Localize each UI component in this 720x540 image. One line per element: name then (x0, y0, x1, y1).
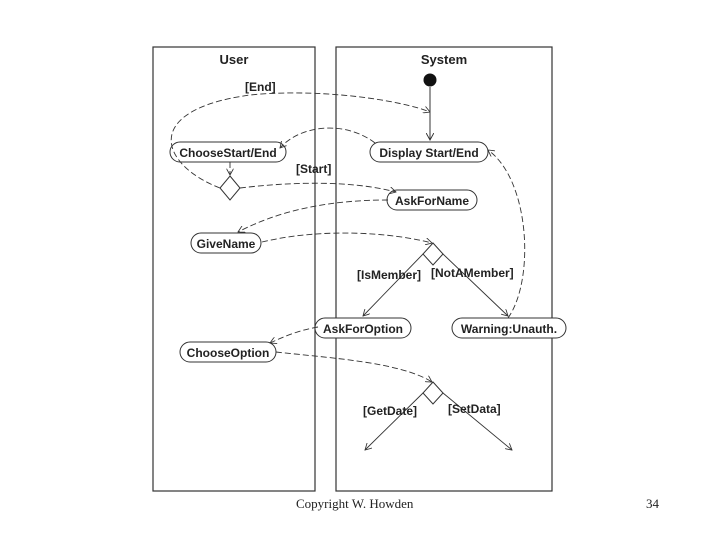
display-start-end-label: Display Start/End (379, 146, 478, 160)
choose-option-label: ChooseOption (187, 346, 270, 360)
guard-is-member: [IsMember] (357, 268, 421, 282)
transition-askoption-to-getdate (365, 392, 424, 450)
decision-membership (422, 242, 444, 266)
flow-warning-to-display (488, 150, 526, 319)
give-name-node (190, 232, 262, 254)
flow-givename-to-decision (261, 232, 432, 243)
decision-option (422, 381, 444, 405)
ask-for-name-label: AskForName (395, 194, 469, 208)
guard-get-date: [GetDate] (363, 404, 417, 418)
flow-start-to-askname (239, 182, 396, 192)
system-lane (335, 46, 553, 492)
flow-askoption-to-chooseoption (270, 326, 319, 343)
system-lane-title: System (421, 52, 467, 67)
flow-end-loop (170, 92, 430, 189)
ask-for-option-node (314, 317, 412, 339)
guard-end: [End] (245, 80, 276, 94)
decision-start-end (219, 175, 241, 201)
ask-for-option-label: AskForOption (323, 322, 403, 336)
choose-start-end-node (169, 141, 287, 163)
warning-unauth-node (451, 317, 567, 339)
guard-not-a-member: [NotAMember] (431, 266, 514, 280)
guard-start: [Start] (296, 162, 331, 176)
flow-display-to-choose (280, 127, 376, 148)
flow-askname-to-givename (238, 199, 389, 232)
transition-askoption-to-setdata (442, 392, 512, 450)
initial-node (423, 73, 437, 87)
page-number: 34 (646, 496, 659, 511)
warning-unauth-label: Warning:Unauth. (461, 322, 557, 336)
give-name-label: GiveName (197, 237, 256, 251)
choose-start-end-label: ChooseStart/End (179, 146, 276, 160)
copyright-footer: Copyright W. Howden (296, 496, 414, 511)
user-lane-title: User (220, 52, 249, 67)
guard-set-data: [SetData] (448, 402, 501, 416)
flow-chooseoption-to-decision (275, 351, 432, 382)
transition-ismember (363, 253, 424, 316)
user-lane (152, 46, 316, 492)
transition-notamember (442, 253, 508, 316)
